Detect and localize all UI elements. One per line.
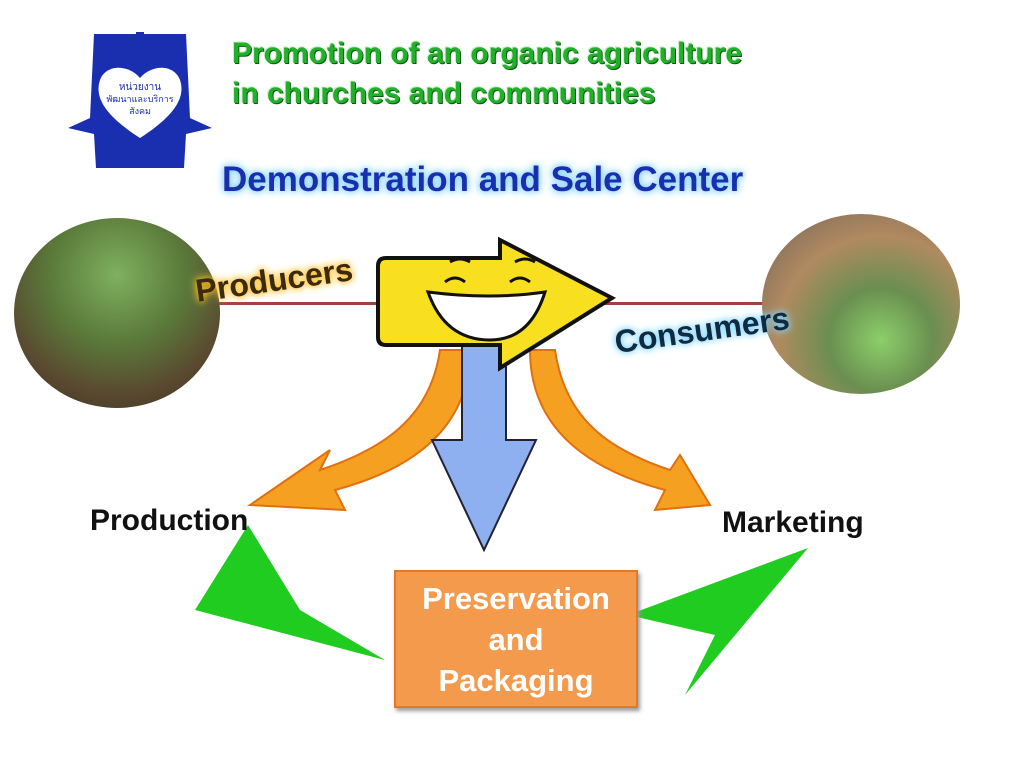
preservation-packaging-box: Preservation and Packaging [394, 570, 638, 708]
marketing-label: Marketing [722, 506, 864, 539]
box-line-3: Packaging [438, 662, 594, 698]
title-line-2: in churches and communities [232, 77, 656, 110]
green-arrow-left [195, 525, 385, 660]
producers-photo [14, 218, 220, 408]
orange-arrow-left [247, 349, 472, 512]
title-line-1: Promotion of an organic agriculture [232, 37, 743, 70]
green-arrow-right [628, 548, 808, 695]
subtitle: Demonstration and Sale Center [222, 160, 744, 199]
svg-text:สังคม: สังคม [129, 106, 151, 116]
svg-text:หน่วยงาน: หน่วยงาน [119, 82, 161, 93]
smiley-face-icon [425, 257, 548, 342]
svg-text:พัฒนาและบริการ: พัฒนาและบริการ [106, 94, 173, 104]
page-title: Promotion of an organic agriculture in c… [232, 34, 742, 114]
orange-arrow-right [528, 349, 712, 512]
logo: หน่วยงาน พัฒนาและบริการ สังคม [68, 32, 212, 168]
consumers-photo [762, 214, 960, 394]
box-line-2: and [488, 621, 544, 657]
box-line-1: Preservation [422, 580, 610, 616]
production-label: Production [90, 504, 249, 537]
